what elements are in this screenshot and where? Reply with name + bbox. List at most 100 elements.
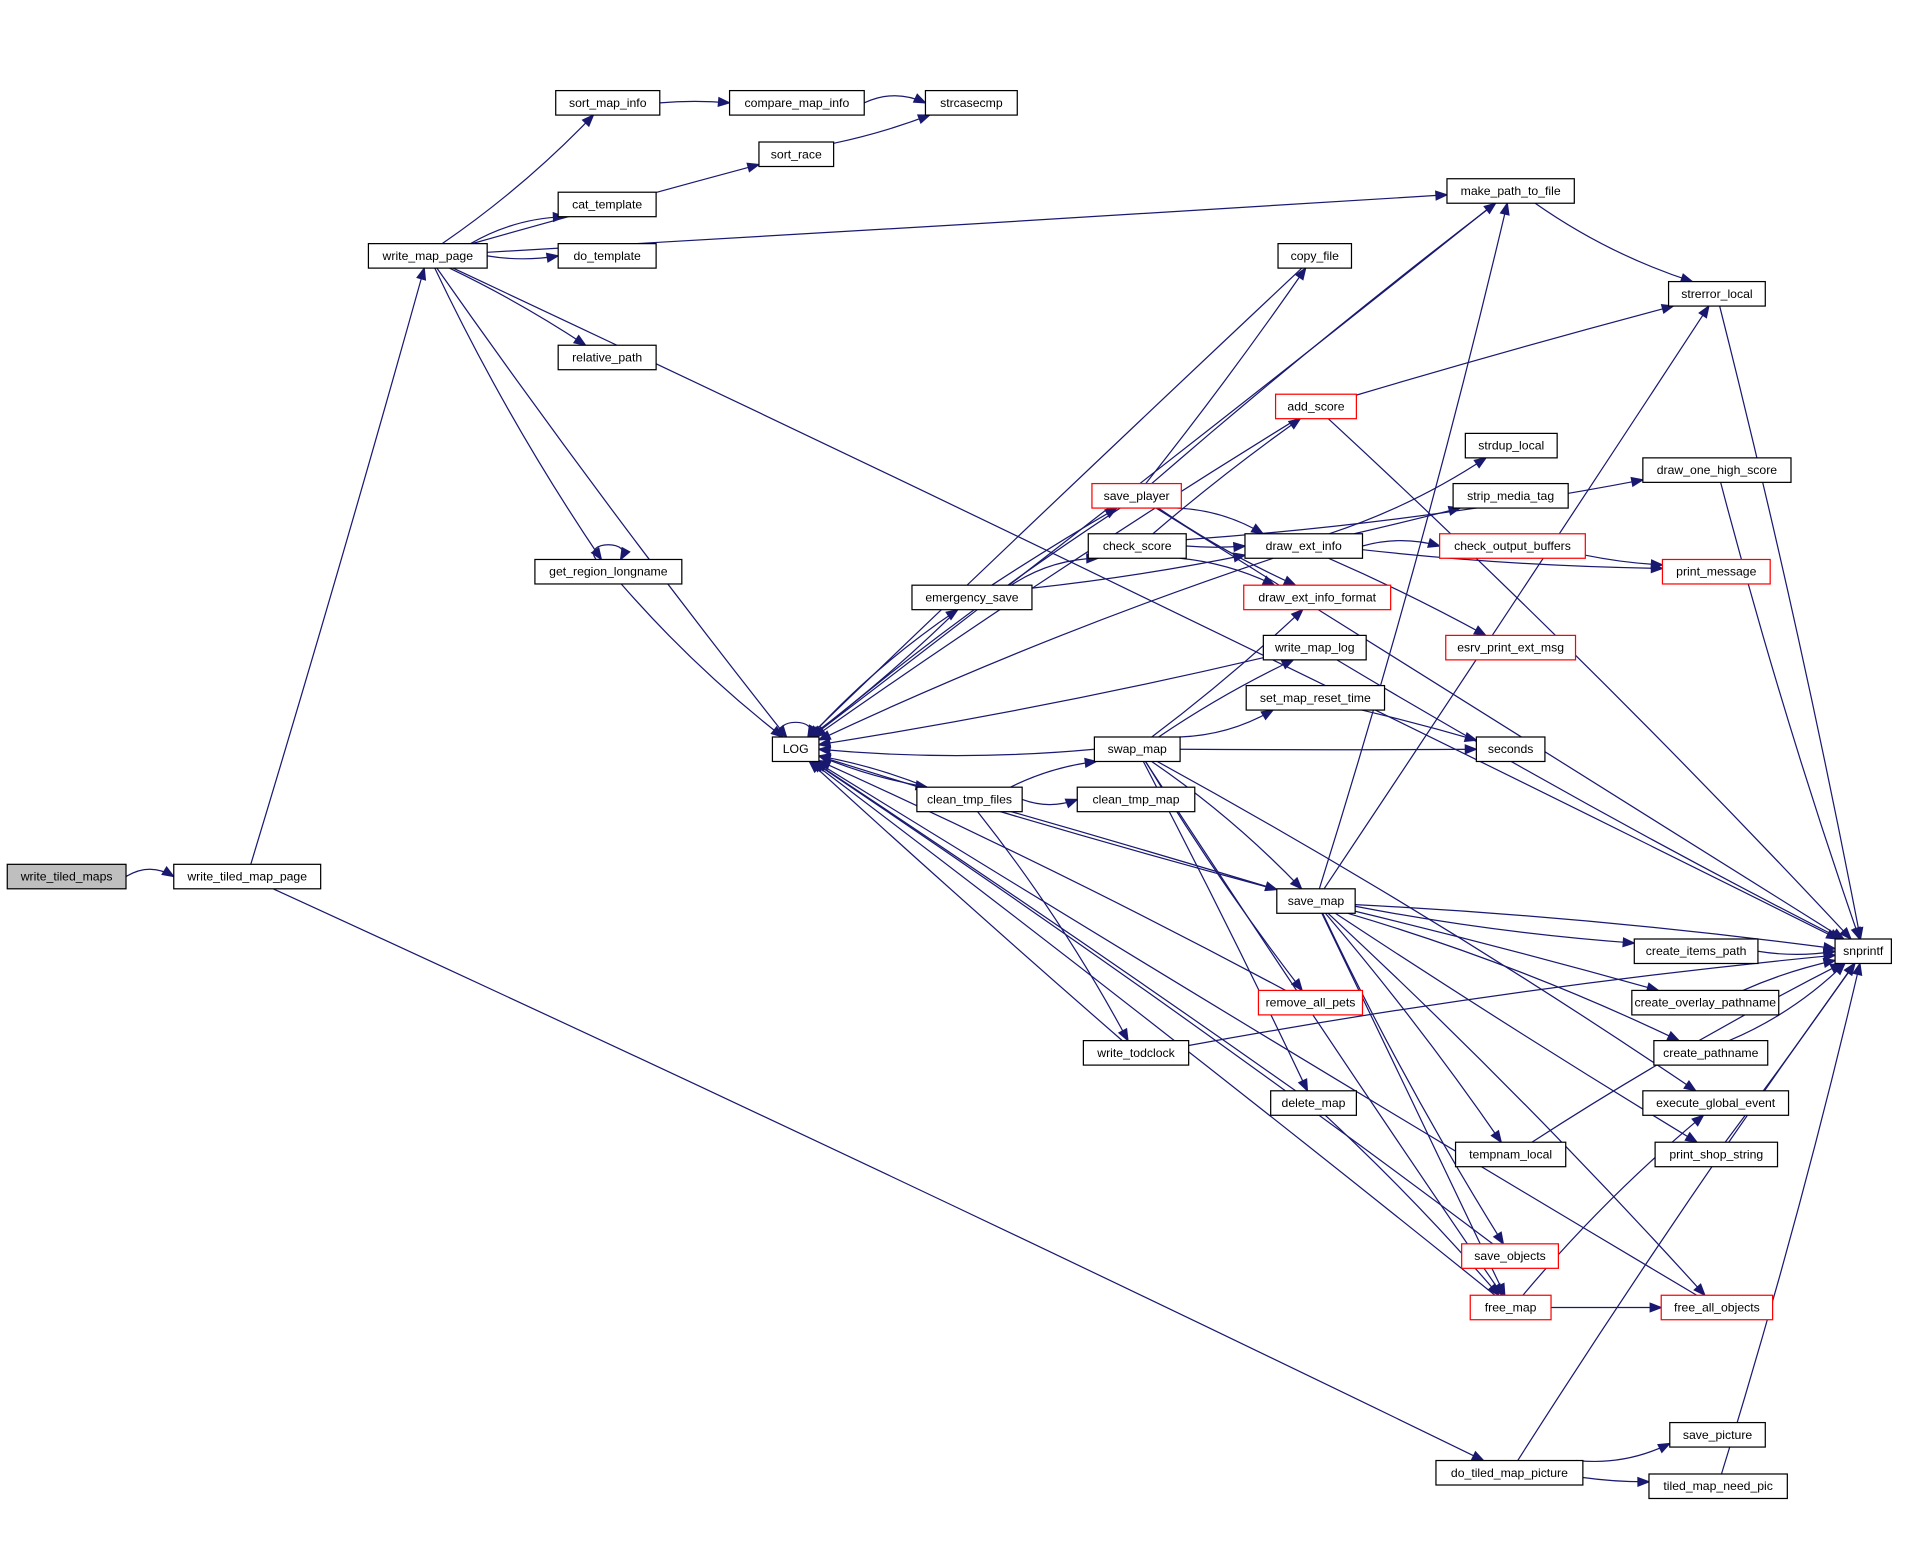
node-clean-tmp-files[interactable]: clean_tmp_files [916,786,1023,813]
edge-draw_ext_info-to-check_output_buffers [1362,537,1442,548]
node-write-todclock[interactable]: write_todclock [1082,1039,1190,1066]
arrowhead-icon [619,546,631,561]
edge-free_all_objects-to-LOG [814,760,1698,1296]
edge-save_objects-to-LOG [811,760,1494,1245]
node-save-map[interactable]: save_map [1276,888,1356,914]
node-print-message[interactable]: print_message [1661,558,1771,585]
node-cat-template[interactable]: cat_template [557,191,657,218]
node-strcasecmp[interactable]: strcasecmp [924,89,1018,116]
node-sort-race[interactable]: sort_race [758,141,835,168]
node-emergency-save[interactable]: emergency_save [911,584,1033,611]
node-swap-map[interactable]: swap_map [1093,736,1181,763]
node-clean-tmp-map[interactable]: clean_tmp_map [1076,786,1196,813]
edge-line [1318,203,1508,889]
node-print-shop-string[interactable]: print_shop_string [1654,1141,1779,1168]
edge-sort_race-to-strcasecmp [833,114,932,144]
node-do-tiled-map-picture[interactable]: do_tiled_map_picture [1435,1459,1584,1486]
node-remove-all-pets[interactable]: remove_all_pets [1257,989,1364,1016]
edge-emergency_save-to-draw_ext_info [1031,552,1247,589]
node-seconds[interactable]: seconds [1475,736,1546,763]
node-label: cat_template [572,197,642,211]
edge-line [1011,811,1277,891]
node-draw-ext-info[interactable]: draw_ext_info [1244,533,1364,559]
node-write-tiled-map-page[interactable]: write_tiled_map_page [173,863,322,890]
node-label: check_score [1103,539,1172,553]
arrowhead-icon [590,546,603,561]
node-tiled-map-need-pic[interactable]: tiled_map_need_pic [1648,1473,1788,1500]
node-label: do_tiled_map_picture [1451,1466,1568,1480]
node-get-region-longname[interactable]: get_region_longname [534,558,683,585]
node-box [557,191,657,218]
node-box [1277,243,1353,269]
node-snprintf[interactable]: snprintf [1834,938,1892,965]
edge-emergency_save-to-check_score [1010,553,1100,586]
node-box [555,89,661,116]
node-relative-path[interactable]: relative_path [557,344,657,371]
node-save-objects[interactable]: save_objects [1461,1243,1559,1269]
node-label: create_items_path [1646,944,1747,958]
arrowhead-icon [1435,190,1449,201]
edge-write_map_page-to-relative_path [449,267,587,347]
node-box [557,344,657,371]
edge-line [1576,1442,1671,1463]
edge-do_tiled_map_picture-to-tiled_map_need_pic [1582,1476,1651,1488]
edge-line [1158,659,1294,738]
edge-clean_tmp_files-to-write_todclock [977,811,1129,1043]
node-box [1642,1090,1790,1116]
node-check-output-buffers[interactable]: check_output_buffers [1439,533,1586,559]
arrowhead-icon [1232,552,1247,563]
node-save-player[interactable]: save_player [1091,482,1182,509]
node-label: remove_all_pets [1266,996,1356,1010]
arrowhead-icon [1495,1282,1506,1297]
node-make-path-to-file[interactable]: make_path_to_file [1446,178,1575,204]
node-write-map-page[interactable]: write_map_page [367,243,488,269]
node-delete-map[interactable]: delete_map [1270,1090,1357,1116]
edge-line [1355,904,1836,950]
edge-save_map-to-create_items_path [1355,905,1636,948]
node-strip-media-tag[interactable]: strip_media_tag [1452,482,1569,509]
edge-write_map_page-to-do_template [487,252,560,263]
node-compare-map-info[interactable]: compare_map_info [728,89,865,116]
edge-compare_map_info-to-strcasecmp [863,93,927,104]
node-free-map[interactable]: free_map [1469,1294,1552,1321]
node-draw-one-high-score[interactable]: draw_one_high_score [1642,457,1792,483]
arrowhead-icon [916,114,932,125]
node-box [1633,938,1759,965]
node-draw-ext-info-format[interactable]: draw_ext_info_format [1243,584,1392,611]
edge-emergency_save-to-save_player [991,507,1119,586]
node-esrv-print-ext-msg[interactable]: esrv_print_ext_msg [1445,634,1577,661]
arrowhead-icon [817,730,832,741]
node-do-template[interactable]: do_template [557,243,657,269]
node-LOG[interactable]: LOG [771,736,820,763]
node-strerror-local[interactable]: strerror_local [1667,280,1766,307]
edge-line [818,755,928,788]
edge-save_map-to-snprintf [1355,904,1837,953]
edge-free_map-to-LOG [810,760,1496,1296]
node-create-pathname[interactable]: create_pathname [1653,1039,1769,1066]
edge-write_map_page-to-get_region_longname [434,267,603,561]
node-strdup-local[interactable]: strdup_local [1464,432,1558,459]
node-sort-map-info[interactable]: sort_map_info [555,89,661,116]
node-add-score[interactable]: add_score [1274,393,1357,420]
arrowhead-icon [808,725,823,739]
node-free-all-objects[interactable]: free_all_objects [1660,1294,1774,1321]
edge-save_map-to-free_all_objects [1327,912,1706,1297]
edge-line [818,657,1264,746]
node-write-map-log[interactable]: write_map_log [1262,634,1367,661]
node-create-overlay-pathname[interactable]: create_overlay_pathname [1631,989,1780,1016]
node-create-items-path[interactable]: create_items_path [1633,938,1759,965]
node-execute-global-event[interactable]: execute_global_event [1642,1090,1790,1116]
node-box [1648,1473,1788,1500]
node-save-picture[interactable]: save_picture [1669,1421,1766,1448]
node-box [1669,1421,1766,1448]
node-box [1642,457,1792,483]
node-label: save_picture [1683,1428,1753,1442]
node-set-map-reset-time[interactable]: set_map_reset_time [1245,684,1386,711]
node-write-tiled-maps[interactable]: write_tiled_maps [6,863,127,890]
node-check-score[interactable]: check_score [1087,533,1187,559]
node-tempnam-local[interactable]: tempnam_local [1454,1141,1567,1168]
edge-line [1152,418,1301,535]
node-label: snprintf [1843,944,1884,958]
edge-line [452,267,1839,940]
node-copy-file[interactable]: copy_file [1277,243,1353,269]
